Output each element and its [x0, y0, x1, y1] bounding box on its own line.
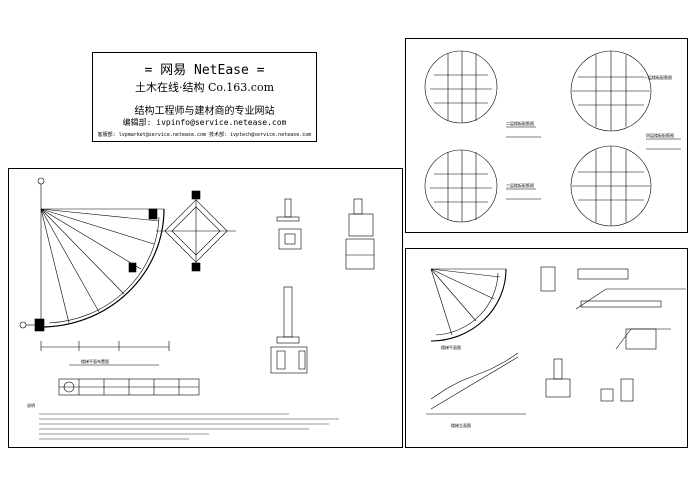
header-email: 编辑部: ivpinfo@service.netease.com — [122, 118, 287, 127]
sheet-stair-plan-drawing: 楼梯平面布置图 说明 — [19, 177, 375, 440]
sheet-floor-plans: 二层楼板配筋图 三层楼板配筋图 一层楼板配筋图 四层楼板配筋图 — [405, 38, 688, 233]
detail-d-label: 四层楼板配筋图 — [646, 132, 674, 138]
detail-a-label: 二层楼板配筋图 — [506, 120, 534, 126]
stair-plan-label: 楼梯平面图 — [441, 344, 461, 350]
stair-elev-label: 楼梯立面图 — [451, 422, 471, 428]
header-tagline: 结构工程师与建材商的专业网站 — [134, 106, 275, 117]
header-title: = 网易 NetEase = — [144, 63, 265, 78]
header-info-box: = 网易 NetEase = 土木在线·结构 Co.163.com 结构工程师与… — [92, 52, 317, 142]
sheet-stair-plan: 楼梯平面布置图 说明 — [8, 168, 403, 448]
sheet-stair-elevation: 楼梯平面图 楼梯立面图 — [405, 248, 688, 448]
notes-title-label: 说明 — [27, 402, 35, 408]
detail-b-label: 三层楼板配筋图 — [506, 182, 534, 188]
sheet-floor-plans-drawing: 二层楼板配筋图 三层楼板配筋图 一层楼板配筋图 四层楼板配筋图 — [424, 50, 681, 227]
detail-c-label: 一层楼板配筋图 — [644, 74, 672, 80]
header-subtitle: 土木在线·结构 Co.163.com — [134, 81, 275, 94]
plan-title-label: 楼梯平面布置图 — [81, 358, 109, 364]
sheet-stair-elevation-drawing: 楼梯平面图 楼梯立面图 — [426, 266, 686, 428]
header-contacts: 客服部: lvpmarket@service.netease.com 技术部: … — [97, 132, 312, 138]
